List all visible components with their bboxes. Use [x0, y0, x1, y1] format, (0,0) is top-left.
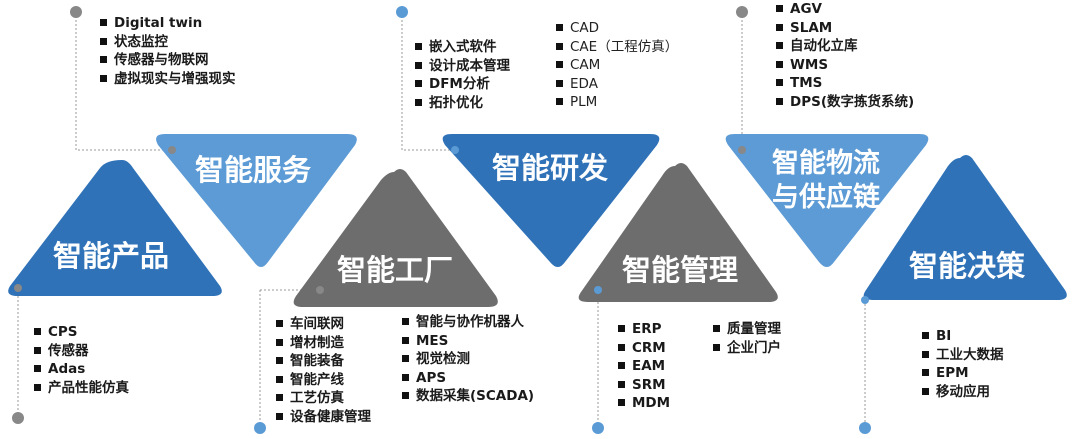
connector-dot — [594, 286, 602, 294]
triangle-smart-product — [8, 160, 222, 296]
list-item: Digital twin — [100, 14, 236, 33]
connector-dot — [859, 422, 871, 434]
connector-dots — [12, 6, 871, 434]
triangle-smart-service — [156, 134, 357, 267]
list-item: DPS(数字拣货系统) — [776, 93, 914, 112]
list-item: 嵌入式软件 — [415, 38, 510, 57]
connector-dot — [70, 6, 82, 18]
list-item: 状态监控 — [100, 33, 236, 52]
triangle-smart-decision — [863, 155, 1067, 300]
triangle-smart-logistics — [725, 134, 929, 267]
connector-dot — [396, 6, 408, 18]
list-item: SLAM — [776, 19, 914, 38]
connector-line — [75, 12, 172, 151]
list-item: 智能与协作机器人 — [402, 313, 534, 332]
title-smart-service: 智能服务 — [195, 153, 311, 187]
list-item: AGV — [776, 0, 914, 19]
triangle-smart-rnd — [442, 134, 660, 267]
list-item: EAM — [618, 357, 670, 376]
connector-dot — [254, 422, 266, 434]
list-item: 移动应用 — [922, 383, 1004, 402]
list-item: 企业门户 — [713, 339, 781, 358]
list-item: ERP — [618, 320, 670, 339]
connector-dot — [14, 284, 22, 292]
connector-dot — [451, 146, 459, 154]
list-item: CPS — [34, 323, 129, 342]
title-smart-management: 智能管理 — [622, 253, 738, 287]
list-item: 质量管理 — [713, 320, 781, 339]
triangle-smart-management — [578, 163, 778, 302]
connector-line — [401, 12, 455, 151]
list-item: 自动化立库 — [776, 37, 914, 56]
list-item: 传感器 — [34, 342, 129, 361]
title-smart-logistics-line2: 与供应链 — [772, 181, 880, 213]
list-item: 设计成本管理 — [415, 57, 510, 76]
connector-dot — [738, 146, 746, 154]
title-smart-product: 智能产品 — [53, 239, 169, 273]
list-smart-factory-a: 车间联网增材制造智能装备智能产线工艺仿真设备健康管理 — [276, 315, 371, 426]
list-item: 智能装备 — [276, 352, 371, 371]
list-item: 车间联网 — [276, 315, 371, 334]
list-item: BI — [922, 327, 1004, 346]
list-item: 增材制造 — [276, 334, 371, 353]
list-item: 视觉检测 — [402, 350, 534, 369]
list-item: CAE（工程仿真） — [556, 38, 678, 57]
list-item: APS — [402, 369, 534, 388]
list-item: 智能产线 — [276, 371, 371, 390]
list-smart-management-b: 质量管理企业门户 — [713, 320, 781, 357]
list-item: WMS — [776, 56, 914, 75]
list-item: CAD — [556, 19, 678, 38]
list-item: 产品性能仿真 — [34, 379, 129, 398]
title-smart-logistics-line1: 智能物流 — [772, 147, 880, 179]
connector-dot — [736, 6, 748, 18]
list-item: EDA — [556, 75, 678, 94]
list-item: Adas — [34, 360, 129, 379]
list-item: DFM分析 — [415, 75, 510, 94]
connector-dot — [861, 296, 869, 304]
list-item: EPM — [922, 364, 1004, 383]
connector-dot — [168, 146, 176, 154]
list-item: CAM — [556, 56, 678, 75]
list-item: 工艺仿真 — [276, 389, 371, 408]
list-item: 虚拟现实与增强现实 — [100, 70, 236, 89]
connector-dot — [316, 286, 324, 294]
title-smart-rnd: 智能研发 — [492, 151, 608, 185]
list-item: 设备健康管理 — [276, 408, 371, 427]
title-smart-decision: 智能决策 — [909, 249, 1026, 283]
list-item: MDM — [618, 394, 670, 413]
list-item: CRM — [618, 339, 670, 358]
connector-dot — [592, 422, 604, 434]
list-item: MES — [402, 332, 534, 351]
connector-lines — [17, 12, 866, 428]
list-item: PLM — [556, 93, 678, 112]
title-smart-factory: 智能工厂 — [337, 253, 453, 287]
list-item: 工业大数据 — [922, 346, 1004, 365]
triangle-smart-factory — [293, 169, 498, 307]
list-item: 拓扑优化 — [415, 94, 510, 113]
list-item: 数据采集(SCADA) — [402, 387, 534, 406]
list-item: TMS — [776, 74, 914, 93]
list-item: 传感器与物联网 — [100, 51, 236, 70]
list-item: SRM — [618, 376, 670, 395]
connector-dot — [12, 412, 24, 424]
